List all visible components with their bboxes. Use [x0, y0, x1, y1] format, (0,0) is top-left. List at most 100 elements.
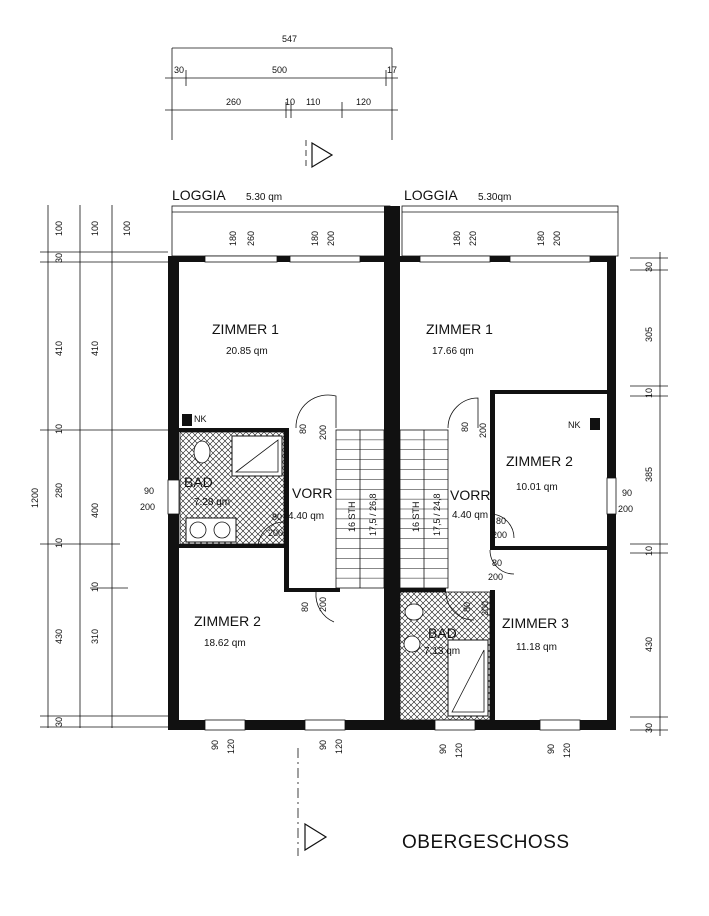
bot-a: 90: [210, 740, 220, 750]
stair-left-label: 16 STH: [347, 501, 357, 532]
left-dimension-chains: 100 30 410 10 280 10 430 30 1200 100 410…: [30, 205, 168, 728]
loggia-right-label: LOGGIA: [404, 187, 458, 203]
staircase-left: 16 STH 17,5 / 26,8: [335, 429, 385, 589]
dim-r-4: 10: [644, 546, 654, 556]
windows: [167, 255, 617, 731]
bot-e: 90: [438, 744, 448, 754]
door-z2-left-w: 80: [300, 602, 310, 612]
nk-markers: NK NK: [182, 414, 600, 430]
room-left-vorr-area: 4.40 qm: [288, 511, 324, 522]
room-right-zimmer2-area: 10.01 qm: [516, 482, 558, 493]
door-z2-right-h: 200: [492, 530, 507, 540]
win-left-a2: 260: [246, 231, 256, 246]
room-right-bad: BAD: [428, 625, 457, 641]
win-bad-left-h: 200: [140, 502, 155, 512]
win-right-b1: 180: [536, 231, 546, 246]
room-left-zimmer1: ZIMMER 1: [212, 321, 279, 337]
dim-l1-0: 100: [54, 221, 64, 236]
bot-h: 120: [562, 743, 572, 758]
door-bad-right-h: 200: [480, 601, 490, 616]
win-right-a1: 180: [452, 231, 462, 246]
door-right-h: 200: [478, 423, 488, 438]
dim-r-6: 30: [644, 723, 654, 733]
bot-c: 90: [318, 740, 328, 750]
loggia-right-area: 5.30qm: [478, 192, 511, 203]
door-z2-left-h: 200: [318, 597, 328, 612]
room-right-zimmer2: ZIMMER 2: [506, 453, 573, 469]
dim-seg3: 110: [306, 97, 320, 107]
nk-right: NK: [568, 420, 581, 430]
door-left-h: 200: [318, 425, 328, 440]
bottom-dimensions: 90 120 90 120 90 120 90 120: [210, 739, 572, 758]
dim-inner: 500: [272, 65, 287, 75]
dim-r-2: 10: [644, 388, 654, 398]
dim-seg4: 120: [356, 97, 371, 107]
dim-right-wall: 17: [387, 65, 397, 75]
loggia-left-label: LOGGIA: [172, 187, 226, 203]
win-left-b2: 200: [326, 231, 336, 246]
dim-r-0: 30: [644, 262, 654, 272]
dim-l1-total: 1200: [30, 488, 40, 508]
drawing-title: OBERGESCHOSS: [402, 832, 570, 853]
door-z2-right-w: 80: [496, 516, 506, 526]
door-bad-right-w: 80: [462, 602, 472, 612]
loggia-left-area: 5.30 qm: [246, 192, 282, 203]
dim-l1-2: 410: [54, 341, 64, 356]
room-right-zimmer1-area: 17.66 qm: [432, 346, 474, 357]
room-left-bad: BAD: [184, 474, 213, 490]
win-z2-right-w: 90: [622, 488, 632, 498]
loggia-left: LOGGIA 5.30 qm 180 260 180 200: [171, 187, 391, 257]
dim-l1-3: 10: [54, 424, 64, 434]
door-right-w: 80: [460, 422, 470, 432]
room-right-zimmer3-area: 11.18 qm: [516, 642, 557, 653]
bathroom-right: [399, 591, 491, 721]
win-left-a1: 180: [228, 231, 238, 246]
room-right-zimmer1: ZIMMER 1: [426, 321, 493, 337]
bot-g: 90: [546, 744, 556, 754]
dim-seg1: 260: [226, 97, 241, 107]
dim-l1-1: 30: [54, 253, 64, 263]
dim-l2-0: 100: [90, 221, 100, 236]
dim-total: 547: [282, 34, 297, 44]
room-left-bad-area: 7.28 qm: [194, 497, 230, 508]
dim-l1-7: 30: [54, 717, 64, 727]
dim-l1-4: 280: [54, 483, 64, 498]
bot-d: 120: [334, 739, 344, 754]
dim-l1-5: 10: [54, 538, 64, 548]
section-marker-bottom: [297, 748, 328, 856]
rooms-right: ZIMMER 1 17.66 qm ZIMMER 2 10.01 qm VORR…: [424, 321, 573, 657]
right-dimension-chain: 30 305 10 385 10 430 30: [630, 252, 668, 736]
staircase-right: 16 STH 17,5 / 24,8: [399, 429, 449, 589]
door-left-w: 80: [298, 424, 308, 434]
doors: [257, 394, 515, 623]
door-dimensions: 80 200 80 200 80 200 80 200 80 200 80 20…: [140, 422, 633, 616]
dim-l2-2: 400: [90, 503, 100, 518]
win-bad-left-w: 90: [144, 486, 154, 496]
room-right-zimmer3: ZIMMER 3: [502, 615, 569, 631]
room-right-bad-area: 7.13 qm: [424, 646, 460, 657]
room-left-zimmer2: ZIMMER 2: [194, 613, 261, 629]
room-right-vorr: VORR: [450, 487, 490, 503]
stair-right-label: 16 STH: [411, 501, 421, 532]
room-right-vorr-area: 4.40 qm: [452, 510, 488, 521]
bot-f: 120: [454, 743, 464, 758]
section-marker-top: [305, 140, 334, 169]
door-z3-right-h: 200: [488, 572, 503, 582]
bathroom-left: [179, 431, 285, 545]
dim-l2-1: 410: [90, 341, 100, 356]
door-bad-left-w: 80: [272, 512, 282, 522]
room-left-vorr: VORR: [292, 485, 332, 501]
bot-b: 120: [226, 739, 236, 754]
dim-l2-3: 10: [90, 582, 100, 592]
dim-left-wall: 30: [174, 65, 184, 75]
dim-seg2: 10: [285, 97, 295, 107]
win-left-b1: 180: [310, 231, 320, 246]
dim-r-3: 385: [644, 467, 654, 482]
dim-l1-6: 430: [54, 629, 64, 644]
win-z2-right-h: 200: [618, 504, 633, 514]
dim-r-5: 430: [644, 637, 654, 652]
win-right-b2: 200: [552, 231, 562, 246]
door-z3-right-w: 80: [492, 558, 502, 568]
dim-r-1: 305: [644, 327, 654, 342]
